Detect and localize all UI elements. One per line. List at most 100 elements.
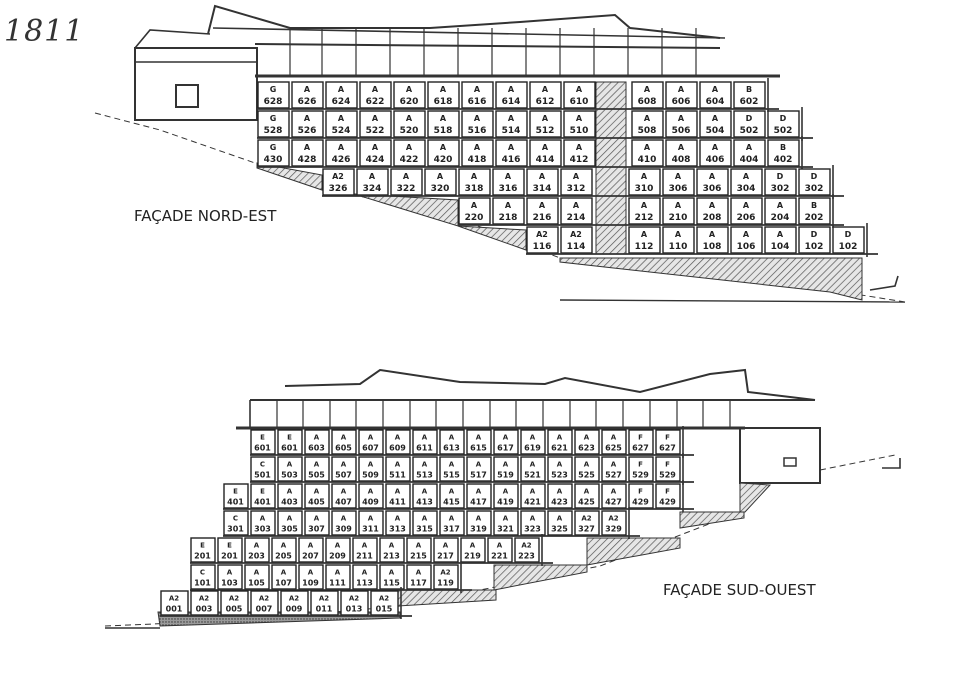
unit-type: A — [314, 487, 320, 495]
unit-box — [406, 564, 432, 590]
unit-box — [662, 168, 695, 196]
unit-number: 319 — [470, 524, 487, 533]
unit-box — [529, 110, 562, 138]
unit-type: A — [416, 568, 422, 576]
unit-number: 606 — [672, 97, 691, 107]
unit-number: 110 — [669, 242, 688, 252]
unit-box — [526, 226, 559, 254]
unit-type: A — [406, 143, 413, 152]
unit-box — [439, 456, 465, 482]
unit-type: A — [335, 541, 341, 549]
unit-type: A — [709, 172, 716, 181]
unit-number: 525 — [578, 470, 595, 479]
unit-box — [529, 139, 562, 167]
unit-number: 529 — [659, 470, 676, 479]
unit-number: 618 — [434, 97, 453, 107]
unit-box — [393, 81, 426, 109]
unit-box — [220, 590, 249, 616]
unit-type: A — [709, 201, 716, 210]
unit-box — [291, 81, 324, 109]
unit-box — [493, 456, 519, 482]
unit-number: 314 — [533, 184, 552, 194]
unit-box — [217, 537, 243, 563]
unit-number: 419 — [497, 497, 514, 506]
unit-number: 411 — [389, 497, 406, 506]
unit-type: A — [443, 541, 449, 549]
unit-box — [730, 197, 763, 225]
unit-type: A — [341, 460, 347, 468]
apartment-unit: A 508 — [631, 110, 664, 138]
unit-box — [271, 537, 297, 563]
unit-type: F — [665, 433, 670, 441]
unit-box — [277, 483, 303, 509]
unit-type: A2 — [581, 514, 591, 522]
unit-type: A — [611, 433, 617, 441]
unit-type: A — [644, 114, 651, 123]
unit-box — [764, 168, 797, 196]
unit-type: A — [743, 201, 750, 210]
unit-number: 420 — [434, 155, 453, 165]
unit-number: 109 — [302, 578, 319, 587]
unit-type: A — [503, 514, 509, 522]
unit-number: 607 — [362, 443, 379, 452]
unit-number: 526 — [298, 126, 317, 136]
unit-type: E — [227, 541, 232, 549]
unit-box — [601, 429, 627, 455]
unit-box — [379, 537, 405, 563]
unit-number: 515 — [443, 470, 460, 479]
unit-type: A — [508, 85, 515, 94]
unit-box — [223, 510, 249, 536]
unit-box — [160, 590, 189, 616]
unit-number: 322 — [397, 184, 416, 194]
unit-number: 325 — [551, 524, 568, 533]
unit-number: 406 — [706, 155, 725, 165]
unit-box — [217, 564, 243, 590]
unit-box — [291, 139, 324, 167]
unit-box — [385, 483, 411, 509]
unit-box — [439, 429, 465, 455]
unit-type: E — [260, 433, 265, 441]
unit-box — [628, 168, 661, 196]
unit-type: F — [638, 487, 643, 495]
unit-type: A — [678, 85, 685, 94]
unit-number: 421 — [524, 497, 541, 506]
unit-type: C — [260, 460, 265, 468]
unit-number: 604 — [706, 97, 725, 107]
unit-box — [277, 456, 303, 482]
unit-type: A2 — [440, 568, 450, 576]
unit-box — [257, 81, 290, 109]
unit-box — [412, 429, 438, 455]
unit-number: 114 — [567, 242, 586, 252]
unit-number: 508 — [638, 126, 657, 136]
unit-box — [733, 110, 766, 138]
unit-type: D — [746, 114, 753, 123]
unit-number: 305 — [281, 524, 298, 533]
unit-box — [563, 110, 596, 138]
unit-type: A — [395, 460, 401, 468]
unit-number: 503 — [281, 470, 298, 479]
unit-type: A — [505, 172, 512, 181]
